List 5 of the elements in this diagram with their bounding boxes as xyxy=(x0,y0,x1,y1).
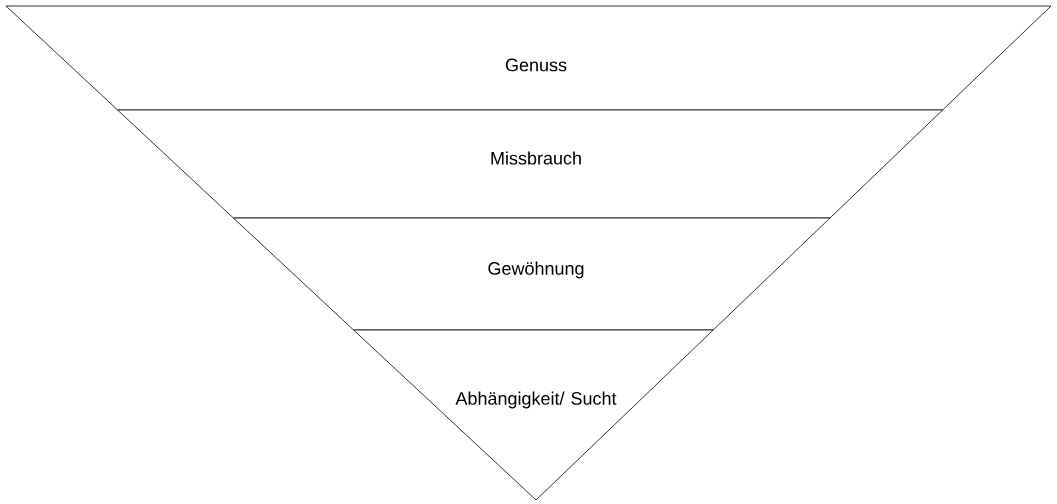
pyramid-band: Missbrauch xyxy=(117,109,943,219)
pyramid-band: Gewöhnung xyxy=(233,217,831,331)
node-label: Abhängigkeit/ Sucht xyxy=(455,391,617,409)
pyramid-band: Genuss xyxy=(5,5,1052,111)
pyramid-band: Abhängigkeit/ Sucht xyxy=(353,329,714,501)
